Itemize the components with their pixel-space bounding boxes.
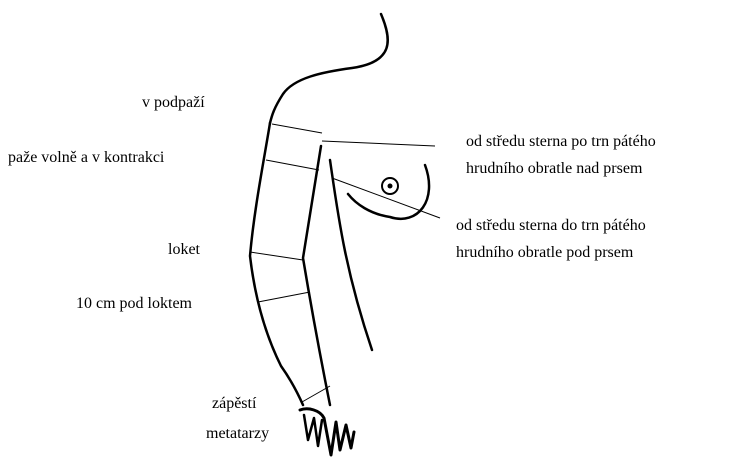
hand-knuckles xyxy=(304,415,322,446)
nipple-dot xyxy=(388,184,393,189)
measure-line-wrist xyxy=(302,386,330,402)
neck-shoulder-contour xyxy=(270,14,388,123)
label-below-breast: od středu sterna do trn pátého hrudního … xyxy=(456,212,646,266)
label-below-breast-line2: hrudního obratle pod prsem xyxy=(456,239,646,266)
torso-side-contour xyxy=(330,160,372,350)
hand-fingers xyxy=(300,409,354,455)
measure-line-above-breast xyxy=(322,141,435,146)
measure-line-armpit xyxy=(272,124,322,133)
measure-line-elbow xyxy=(250,252,303,260)
measure-line-below-elbow xyxy=(258,292,310,302)
label-armpit: v podpaží xyxy=(142,93,205,113)
label-wrist: zápěstí xyxy=(212,394,256,414)
label-above-breast-line2: hrudního obratle nad prsem xyxy=(466,155,656,182)
label-metatarsals: metatarzy xyxy=(206,424,269,444)
measure-line-below-breast xyxy=(332,178,440,218)
measure-line-upper-arm xyxy=(266,160,319,170)
label-above-breast-line1: od středu sterna po trn pátého xyxy=(466,128,656,155)
label-elbow: loket xyxy=(168,240,200,260)
label-below-breast-line1: od středu sterna do trn pátého xyxy=(456,212,646,239)
inner-arm-contour xyxy=(303,146,330,405)
label-upper-arm: paže volně a v kontrakci xyxy=(8,148,164,168)
label-above-breast: od středu sterna po trn pátého hrudního … xyxy=(466,128,656,182)
breast-outline xyxy=(348,165,429,219)
label-below-elbow: 10 cm pod loktem xyxy=(76,294,192,314)
